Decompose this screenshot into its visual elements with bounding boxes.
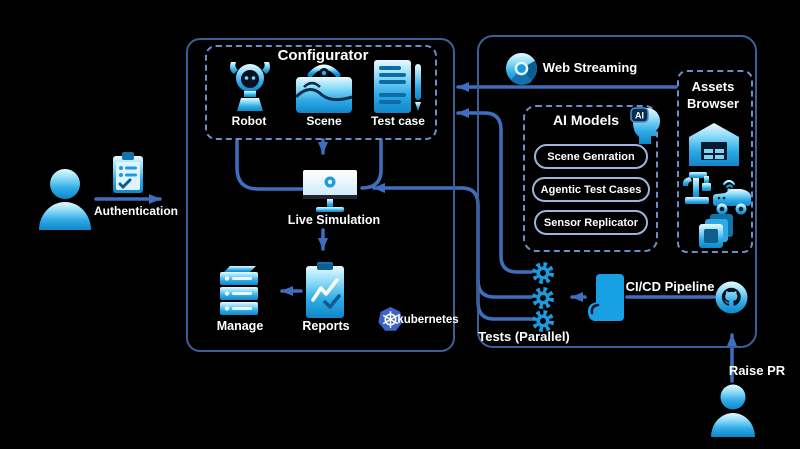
robot-arm-icon: [682, 167, 716, 207]
live-simulation-label: Live Simulation: [287, 213, 381, 227]
ai-models-box: [523, 105, 658, 252]
test-case-label: Test case: [371, 114, 425, 128]
test-gear-icon-3: [531, 309, 555, 333]
ai-models-title: AI Models: [552, 112, 620, 128]
test-script-icon: [586, 274, 626, 326]
github-icon: [715, 281, 748, 314]
warehouse-icon: [688, 122, 740, 166]
auth-label: Authentication: [94, 204, 178, 218]
simulation-cluster-box: [186, 38, 455, 352]
user-icon: [38, 168, 92, 232]
scene-icon: [296, 63, 352, 113]
test-case-icon: [374, 60, 422, 113]
manage-label: Manage: [216, 319, 264, 333]
kubernetes-label: kubernetes: [397, 314, 459, 326]
assets-title-line2: Browser: [686, 96, 740, 111]
kubernetes-icon: [377, 306, 404, 333]
test-gear-icon-2: [531, 286, 555, 310]
reports-label: Reports: [302, 319, 350, 333]
assets-browser-box: [677, 70, 753, 253]
raise-pr-label: Raise PR: [728, 363, 786, 378]
reports-icon: [305, 262, 345, 318]
test-gear-icon-1: [531, 261, 555, 285]
assets-title-line1: Assets: [691, 79, 735, 94]
autonomous-vehicle-icon: [712, 176, 752, 218]
assets-browser-title: Assets Browser: [687, 78, 739, 112]
robot-label: Robot: [231, 114, 267, 128]
ai-pill-sensor-replicator: Sensor Replicator: [534, 210, 648, 235]
ai-pill-scene-generation: Scene Genration: [534, 144, 648, 169]
robot-icon: [227, 60, 273, 112]
ai-badge-label: AI: [635, 111, 644, 121]
cicd-pipeline-label: CI/CD Pipeline: [625, 279, 715, 294]
scene-label: Scene: [306, 114, 342, 128]
auth-clipboard-icon: [112, 152, 144, 194]
web-streaming-label: Web Streaming: [542, 60, 638, 75]
asset-layers-icon: [698, 213, 734, 250]
configurator-box: [205, 45, 437, 140]
configurator-title: Configurator: [277, 47, 369, 64]
live-simulation-icon: [303, 170, 357, 213]
robot-to-sim-line: [235, 138, 304, 191]
cloud-services-box: [477, 35, 757, 348]
testcase-to-sim-line: [360, 138, 383, 190]
pr-user-icon: [710, 384, 756, 439]
ai-head-icon: AI: [630, 106, 662, 144]
ai-pill-agentic-test-cases: Agentic Test Cases: [532, 177, 650, 202]
tests-parallel-label: Tests (Parallel): [478, 329, 570, 344]
manage-icon: [218, 266, 262, 316]
to-configurator-arrow-2: [456, 108, 533, 274]
web-streaming-icon: [505, 52, 538, 85]
